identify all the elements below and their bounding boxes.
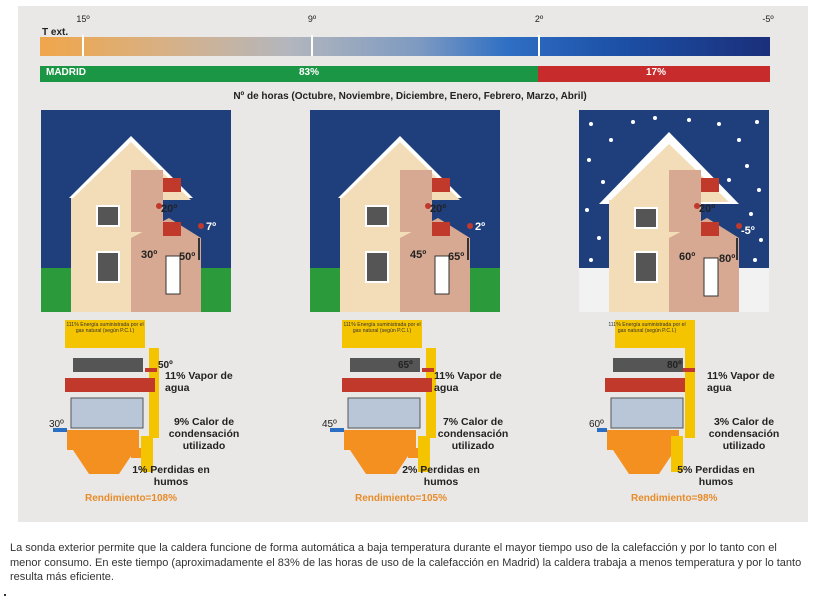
energy-note: 111% Energía suministrada por el gas nat… [66,322,144,334]
tick-mark [82,35,84,56]
energy-note: 111% Energía suministrada por el gas nat… [343,322,421,334]
bullet-dot [4,594,6,596]
tick-label-minus5: -5º [762,14,774,24]
flow-temp: 50º [179,251,195,263]
indoor-temp: 20º [699,203,715,215]
tick-mark [538,35,540,56]
return-temp: 60º [679,251,695,263]
flow-label: 65º [398,360,413,371]
vapor-label: 11% Vapor de agua [434,370,502,394]
return-temp: 30º [141,249,157,261]
tick-label-15: 15º [76,14,90,24]
temperature-gradient-bar [40,37,770,56]
madrid-label: MADRID [46,67,86,78]
rendimiento-label: Rendimiento=105% [355,493,447,504]
pct-high-label: 17% [646,67,667,78]
madrid-hours-bar [40,66,538,82]
tick-mark [311,35,313,56]
return-label: 60º [589,419,604,430]
losses-label: 1% Perdidas en humos [132,464,210,488]
return-temp: 45º [410,249,426,261]
energy-note: 111% Energía suministrada por el gas nat… [608,322,686,334]
rendimiento-label: Rendimiento=98% [631,493,718,504]
indoor-temp: 20º [161,203,177,215]
losses-label: 2% Perdidas en humos [402,464,480,488]
condensation-label: 3% Calor de condensación utilizado [708,416,780,452]
caption-paragraph: La sonda exterior permite que la caldera… [10,542,802,583]
rendimiento-label: Rendimiento=108% [85,493,177,504]
hours-caption: Nº de horas (Octubre, Noviembre, Diciemb… [233,91,587,102]
tick-label-9: 9º [307,14,317,24]
cold-hours-bar [538,66,770,82]
indoor-temp: 20º [430,203,446,215]
losses-label: 5% Perdidas en humos [677,464,755,488]
outdoor-temp: 2º [475,221,485,233]
flow-temp: 80º [719,253,735,265]
return-label: 45º [322,419,337,430]
house-scene-3: 20º -5º 60º 80º [579,110,769,312]
boiler-diagram-2: 111% Energía suministrada por el gas nat… [322,318,522,488]
pct-low-label: 83% [299,67,320,78]
outdoor-temp: -5º [741,225,755,237]
vapor-label: 11% Vapor de agua [707,370,775,394]
flow-label: 50º [158,360,173,371]
flow-temp: 65º [448,251,464,263]
outdoor-temp: 7º [206,221,216,233]
house-scene-1: 20º 7º 30º 50º [41,110,231,312]
t-ext-label: T ext. [42,27,69,38]
condensation-label: 7% Calor de condensación utilizado [437,416,509,452]
house-scene-2: 20º 2º 45º 65º [310,110,500,312]
vapor-label: 11% Vapor de agua [165,370,233,394]
flow-label: 80º [667,360,682,371]
condensation-label: 9% Calor de condensación utilizado [168,416,240,452]
return-label: 30º [49,419,64,430]
boiler-diagram-1: 111% Energía suministrada por el gas nat… [45,318,245,488]
tick-label-2: 2º [534,14,544,24]
boiler-diagram-3: 111% Energía suministrada por el gas nat… [589,318,795,488]
